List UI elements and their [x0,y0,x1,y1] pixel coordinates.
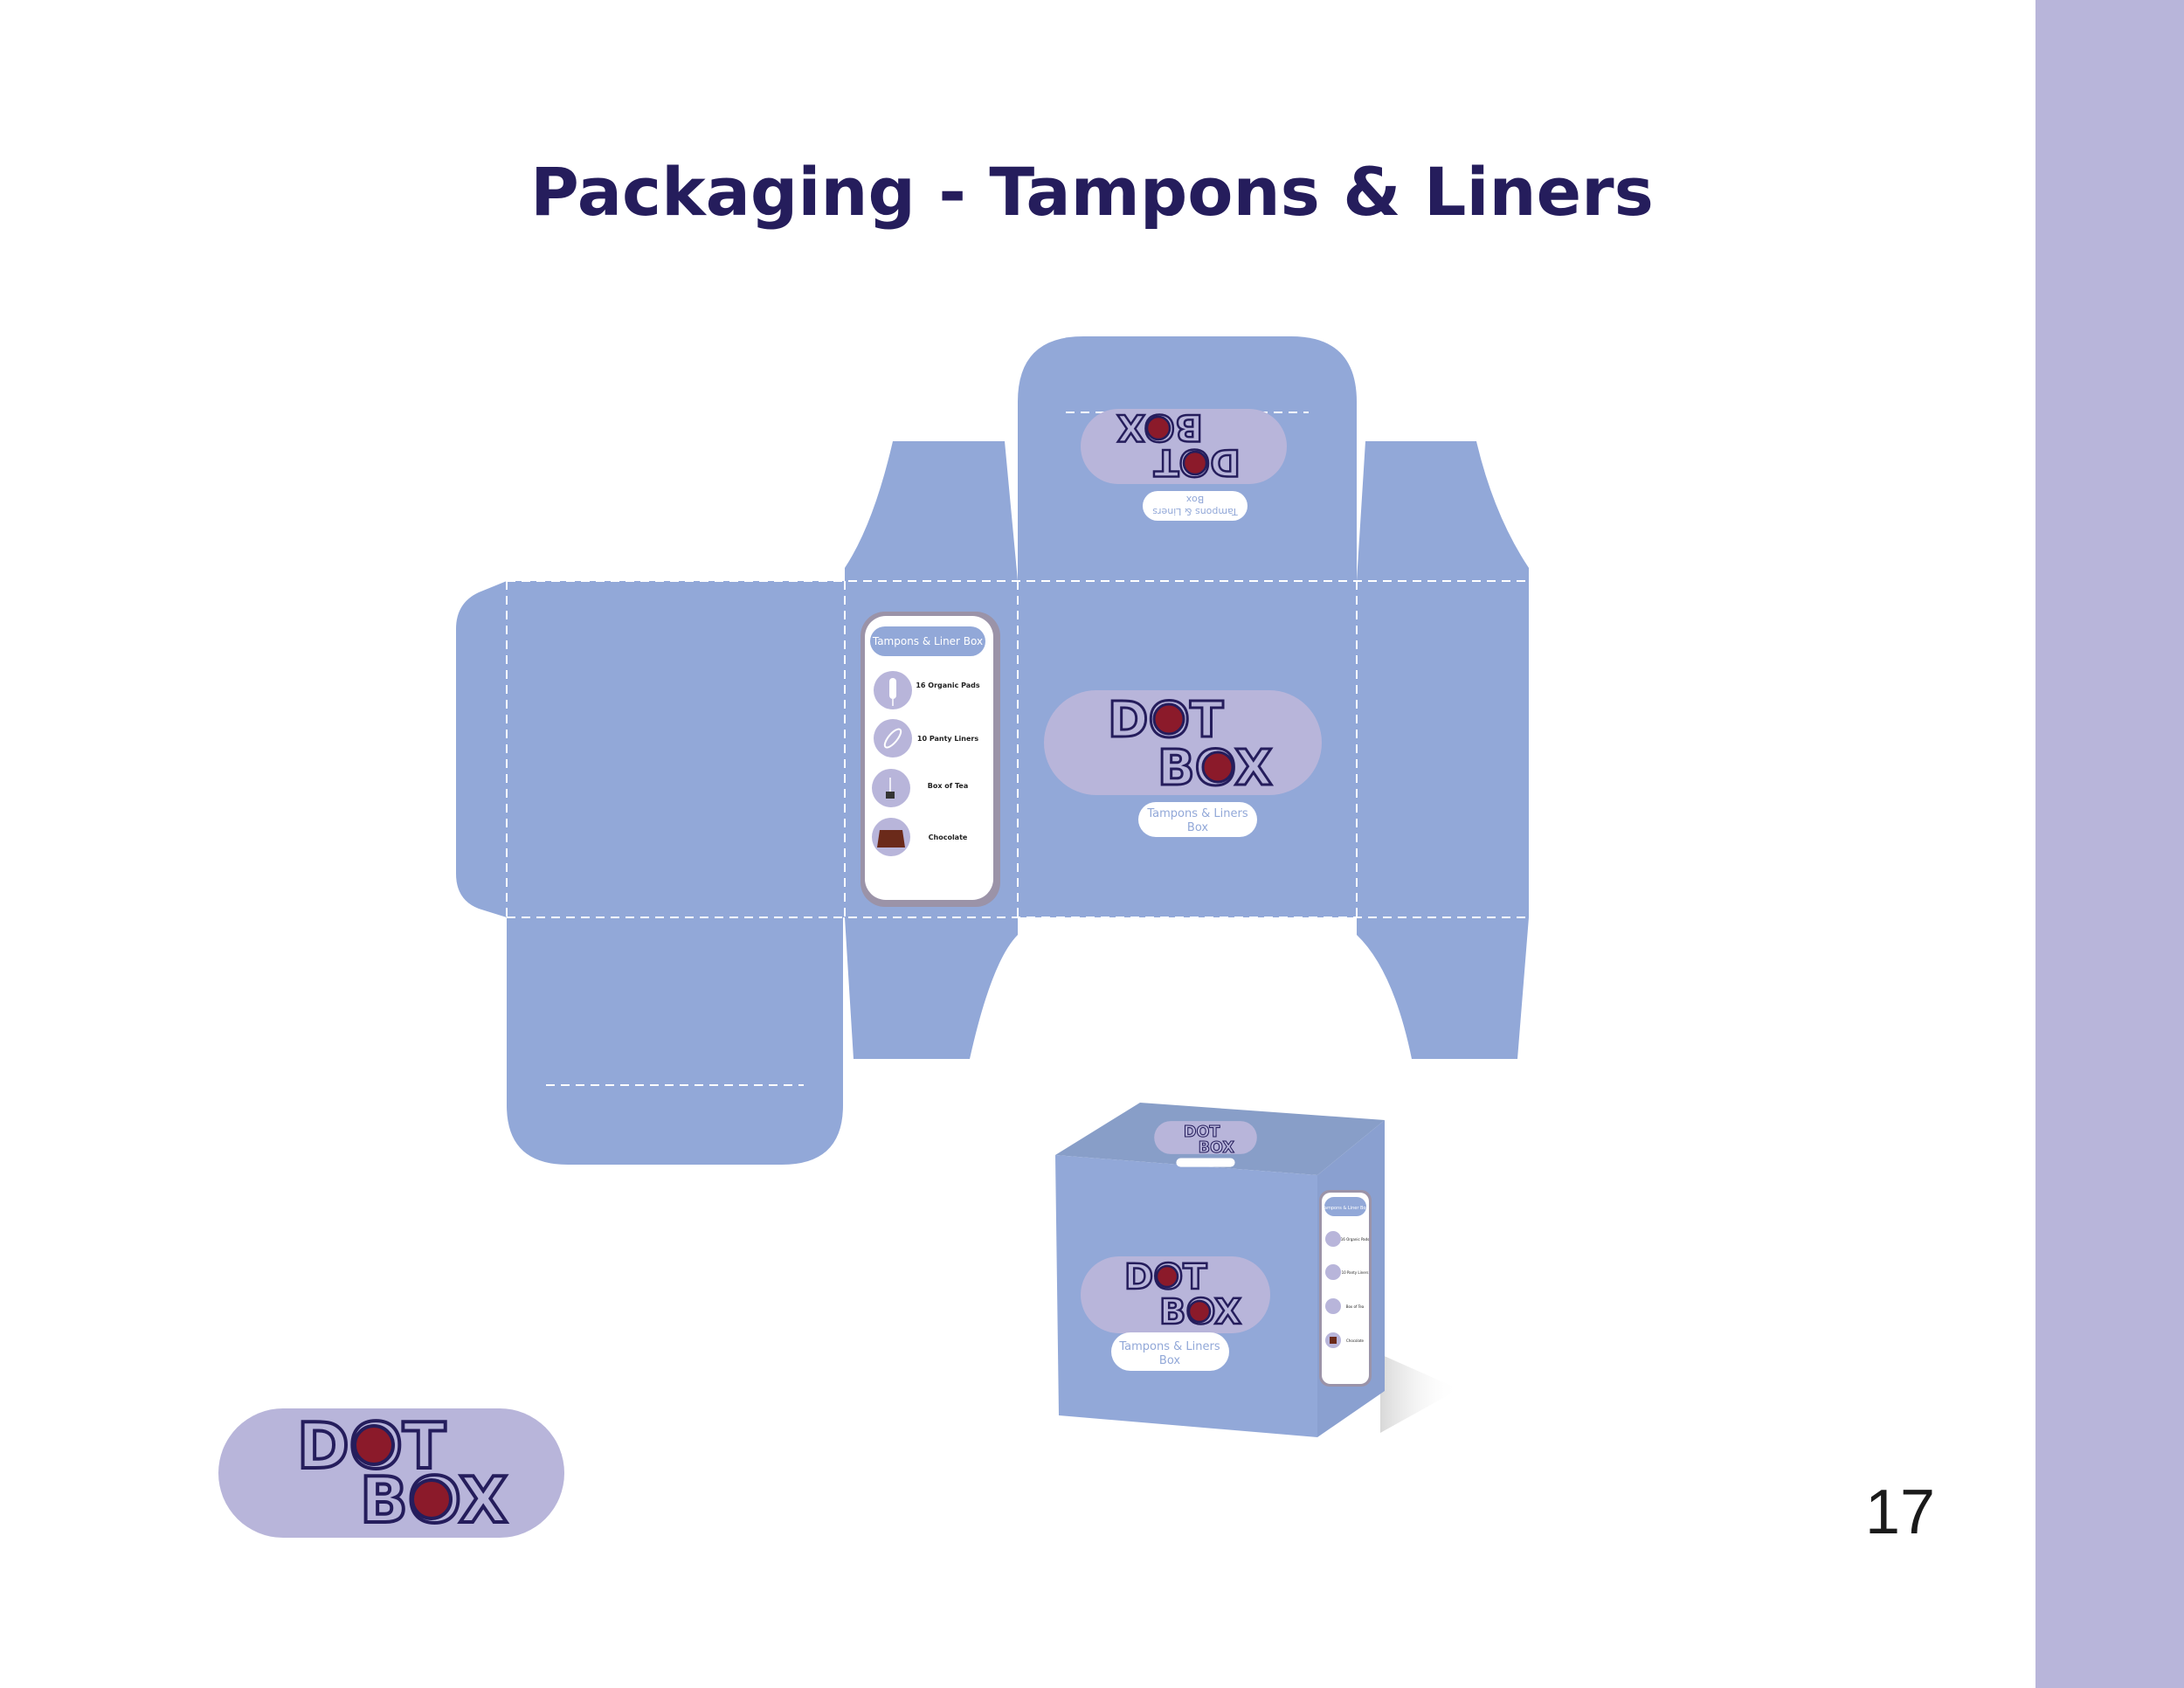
dieline-glue-flap [456,581,507,917]
mockup-top-logo: DOT BOX [1154,1121,1257,1167]
svg-text:Tampons & Liners: Tampons & Liners [1146,807,1248,820]
fold-lines [506,412,1529,1086]
svg-text:10 Panty Liners: 10 Panty Liners [917,735,978,743]
tea-icon [872,769,910,807]
svg-text:Tampons & Liner Box: Tampons & Liner Box [872,635,983,647]
svg-text:Chocolate: Chocolate [929,834,968,841]
front-panel-label: Tampons & Liners Box [1138,802,1257,837]
mockup-side-card: Tampons & Liner Box 16 Organic Pads 10 P… [1319,1190,1372,1387]
svg-text:DOT: DOT [1108,692,1223,749]
svg-text:Tampons & Liner Box: Tampons & Liner Box [1322,1206,1369,1211]
page-number: 17 [1865,1477,1936,1547]
logo-dot [411,1478,453,1520]
svg-text:10 Panty Liners: 10 Panty Liners [1342,1270,1369,1275]
svg-text:Box of Tea: Box of Tea [928,782,969,790]
logo-dot [353,1424,395,1466]
box-dieline: DOT BOX Tampons & Liners Box DOT BOX Tam… [456,336,1529,1165]
svg-text:DOT: DOT [1184,1124,1220,1141]
svg-text:Box: Box [1187,821,1208,834]
svg-text:Tampons & Liners: Tampons & Liners [1152,506,1239,517]
box-3d-mockup: DOT BOX DOT BOX Tampons & Liners Box Tam… [1055,1103,1459,1437]
svg-text:16 Organic Pads: 16 Organic Pads [916,681,980,689]
dieline-bottom-dust-flap-left [845,917,1018,1059]
svg-text:Box: Box [1185,494,1204,505]
svg-text:Chocolate: Chocolate [1346,1339,1365,1343]
side-panel-contents: Tampons & Liner Box 16 Organic Pads 10 P… [860,612,1000,907]
front-panel-logo: DOT BOX [1044,690,1322,799]
svg-text:BOX: BOX [1199,1139,1235,1157]
dieline-bottom-tuck-flap [507,917,843,1165]
brand-logo: DOT BOX [218,1408,564,1539]
dieline-top-dust-flap-right [1357,441,1529,581]
page-title: Packaging - Tampons & Liners [530,153,1654,231]
svg-text:Box: Box [1159,1354,1180,1367]
svg-text:Box of Tea: Box of Tea [1346,1304,1365,1309]
dieline-bottom-dust-flap-right [1357,917,1529,1059]
svg-text:16 Organic Pads: 16 Organic Pads [1341,1237,1370,1242]
top-flap-logo: DOT BOX Tampons & Liners Box [1081,405,1287,521]
mockup-front-logo: DOT BOX Tampons & Liners Box [1081,1256,1270,1371]
right-sidebar-band [2035,0,2184,1688]
svg-text:Tampons & Liners: Tampons & Liners [1118,1340,1220,1353]
dieline-top-dust-flap-left [845,441,1018,581]
panty-liner-icon [874,719,912,758]
